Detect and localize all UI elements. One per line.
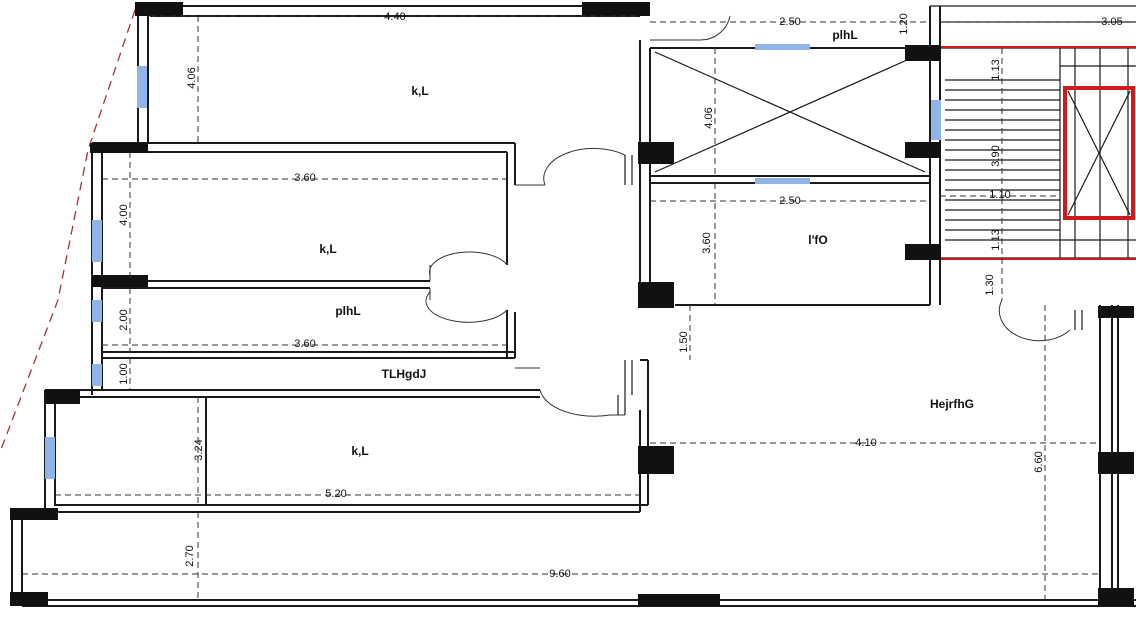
property-boundary	[0, 9, 136, 453]
dim-stair-top: 1.13	[990, 59, 1002, 80]
room-label-reception: HejrfhG	[930, 397, 974, 411]
dimension-lines	[22, 15, 1136, 600]
dim-top-right: 3.05	[1101, 16, 1122, 28]
columns	[10, 2, 1134, 606]
dim-mid-width: 3.60	[294, 172, 315, 184]
room-label-bathroom-mid: plhL	[335, 304, 360, 318]
dim-bath-width: 3.60	[294, 338, 315, 350]
dim-passage: 1.50	[678, 331, 690, 352]
stair-well	[1063, 86, 1135, 220]
staircase	[940, 46, 1136, 260]
doors	[425, 15, 1071, 417]
room-label-corridor: TLHgdJ	[382, 367, 427, 381]
dim-overall-width: 9.60	[549, 568, 570, 580]
dim-top-height: 4.06	[186, 67, 198, 88]
dim-bottom-height: 2.70	[184, 545, 196, 566]
room-label-bedroom-mid: k,L	[319, 242, 336, 256]
dim-bottom-room-width: 5.20	[325, 488, 346, 500]
dim-top-shaft: 2.50	[779, 16, 800, 28]
dim-stair-width: 1.10	[989, 189, 1010, 201]
dim-stair-landing: 1.30	[984, 274, 996, 295]
dim-reception-height: 6.60	[1033, 451, 1045, 472]
room-label-bedroom-bottom: k,L	[351, 444, 368, 458]
dim-top-short: 1.20	[898, 13, 910, 34]
dim-kitchen-width: 2.50	[779, 195, 800, 207]
windows	[45, 44, 941, 479]
dim-reception-width: 4.10	[855, 437, 876, 449]
room-label-bedroom-top: k,L	[411, 84, 428, 98]
shaft-cross	[654, 51, 926, 173]
dim-stair-mid: 3.90	[990, 145, 1002, 166]
dim-corridor-height: 1.00	[118, 363, 130, 384]
room-label-bathroom-top: plhL	[832, 28, 857, 42]
room-label-kitchen: l'fO	[808, 233, 828, 247]
dim-kitchen-height: 3.60	[701, 232, 713, 253]
dim-top-width: 4.40	[384, 11, 405, 23]
dim-shaft-height: 4.06	[703, 107, 715, 128]
dim-bottom-room-height: 3.24	[193, 439, 205, 460]
dim-bath-height: 2.00	[118, 309, 130, 330]
dim-stair-bottom: 1.13	[990, 229, 1002, 250]
dim-mid-height: 4.00	[118, 204, 130, 225]
